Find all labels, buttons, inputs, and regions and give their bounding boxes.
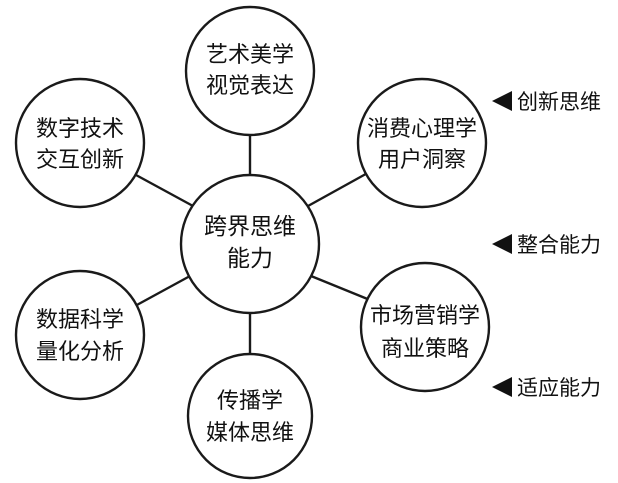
- node-digital: 数字技术 交互创新: [14, 77, 146, 209]
- center-node-line1: 跨界思维: [204, 214, 296, 240]
- node-art-line1: 艺术美学: [206, 43, 294, 68]
- side-label-text: 整合能力: [517, 233, 601, 257]
- node-marketing-line1: 市场营销学: [370, 304, 480, 329]
- spoke-marketing: [310, 274, 371, 302]
- spoke-psychology: [307, 168, 374, 208]
- node-marketing-line2: 商业策略: [381, 337, 469, 362]
- node-communication-line1: 传播学: [217, 389, 283, 414]
- node-psychology-line1: 消费心理学: [367, 117, 477, 142]
- node-art-line2: 视觉表达: [206, 74, 294, 99]
- node-digital-line2: 交互创新: [36, 148, 124, 173]
- node-art: 艺术美学 视觉表达: [184, 5, 316, 137]
- node-data-line1: 数据科学: [36, 308, 124, 333]
- side-label-innovation: 创新思维: [492, 86, 601, 116]
- spoke-digital: [135, 173, 194, 208]
- node-psychology: 消费心理学 用户洞察: [356, 77, 488, 209]
- node-communication: 传播学 媒体思维: [186, 352, 314, 480]
- spokes: [134, 135, 374, 355]
- triangle-left-icon: [492, 234, 512, 254]
- node-marketing: 市场营销学 商业策略: [359, 261, 491, 393]
- node-data-line2: 量化分析: [36, 340, 124, 365]
- side-label-text: 创新思维: [517, 90, 601, 114]
- side-label-integration: 整合能力: [492, 229, 601, 259]
- center-node: 跨界思维 能力: [179, 173, 321, 315]
- center-node-line2: 能力: [227, 246, 273, 272]
- node-data: 数据科学 量化分析: [14, 269, 146, 401]
- spoke-data: [134, 274, 191, 308]
- node-psychology-line2: 用户洞察: [378, 148, 466, 173]
- side-label-adaptability: 适应能力: [492, 372, 601, 402]
- triangle-left-icon: [492, 91, 512, 111]
- node-digital-line1: 数字技术: [36, 117, 124, 142]
- node-communication-line2: 媒体思维: [206, 421, 294, 446]
- side-label-text: 适应能力: [517, 376, 601, 400]
- triangle-left-icon: [492, 377, 512, 397]
